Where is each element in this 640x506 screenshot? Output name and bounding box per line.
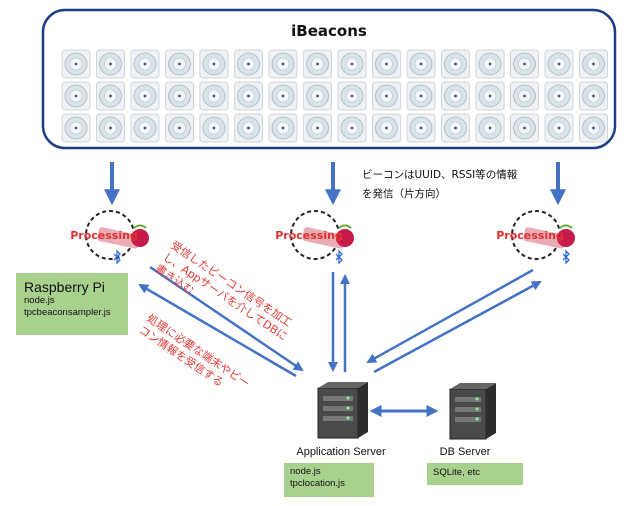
beacon-icon [199,81,229,111]
beacon-icon [61,113,91,143]
app-server-box-line-1: node.js [290,466,321,477]
pi-right-to-server-arrow [366,268,534,364]
beacon-grid [61,49,608,143]
beacon-icon [303,113,332,143]
beacon-icon [268,113,298,143]
beacon-icon [579,81,608,111]
db-server-icon [449,383,496,440]
beacon-icon [61,81,91,111]
beacon-icon [544,49,574,79]
application-server-label: Application Server [296,446,386,458]
beacon-note-line-1: ビーコンはUUID、RSSI等の情報 [362,168,518,181]
beacon-icon [544,113,574,143]
beacon-icon [96,49,125,79]
beacon-icon [406,81,436,111]
beacons-panel-title: iBeacons [291,22,367,40]
pi-right-label: Processing [496,229,564,242]
svg-text:し、Appサーバを介してDBに: し、Appサーバを介してDBに [160,250,289,343]
beacons-panel [41,8,617,150]
bluetooth-icon [335,250,343,264]
beacon-icon [234,113,263,143]
pi-node-center: Processing [275,210,354,264]
db-server-box: SQLite, etc [427,463,523,485]
beacon-icon [441,81,470,111]
beacon-icon [441,113,470,143]
raspberry-logo-icon [557,229,575,247]
app-server-box-line-2: tpclocation.js [290,478,345,489]
beacon-icon [441,49,470,79]
beacon-icon [199,113,229,143]
pi-left-label: Processing [70,229,138,242]
beacon-icon [61,49,91,79]
beacon-icon [130,113,160,143]
raspberry-pi-box-line-1: node.js [24,295,55,306]
beacon-icon [165,113,194,143]
raspberry-logo-icon [131,229,149,247]
bluetooth-icon [562,250,570,264]
beacon-icon [337,49,367,79]
beacon-icon [96,113,125,143]
beacon-icon [165,81,194,111]
beacon-icon [510,49,539,79]
beacon-icon [510,113,539,143]
pi-center-label: Processing [275,229,343,242]
raspberry-logo-icon [336,229,354,247]
app-server-box: node.js tpclocation.js [284,463,374,497]
svg-text:処理に必要な端末やビー: 処理に必要な端末やビー [144,311,252,390]
beacon-icon [544,81,574,111]
beacon-icon [475,81,505,111]
beacon-icon [337,81,367,111]
pi-node-right: Processing [496,210,575,264]
raspberry-pi-box-line-2: tpcbeaconsampler.js [24,307,111,318]
application-server-icon [317,382,368,439]
beacon-icon [234,81,263,111]
db-server-label: DB Server [440,446,491,458]
beacon-icon [234,49,263,79]
beacon-icon [475,113,505,143]
beacon-icon [579,113,608,143]
beacon-icon [510,81,539,111]
beacon-icon [579,49,608,79]
beacon-icon [96,81,125,111]
beacon-icon [475,49,505,79]
raspberry-pi-box-title: Raspberry Pi [24,279,105,295]
beacon-icon [165,49,194,79]
beacon-icon [303,81,332,111]
beacon-icon [406,49,436,79]
beacon-icon [130,49,160,79]
pi-left-to-server-arrow [149,265,304,372]
beacon-icon [406,113,436,143]
pi-node-left: Processing [70,210,149,264]
beacon-icon [372,113,401,143]
db-server-box-line-1: SQLite, etc [433,467,480,478]
server-to-pi-left-arrow [138,283,297,378]
server-to-pi-right-arrow [373,280,542,374]
beacon-icon [130,81,160,111]
beacon-note-line-2: を発信（片方向） [362,187,446,200]
beacon-icon [268,49,298,79]
beacon-icon [268,81,298,111]
raspberry-pi-box: Raspberry Pi node.js tpcbeaconsampler.js [16,273,128,335]
beacon-icon [199,49,229,79]
beacon-icon [372,49,401,79]
beacon-icon [303,49,332,79]
beacon-icon [372,81,401,111]
beacon-icon [337,113,367,143]
